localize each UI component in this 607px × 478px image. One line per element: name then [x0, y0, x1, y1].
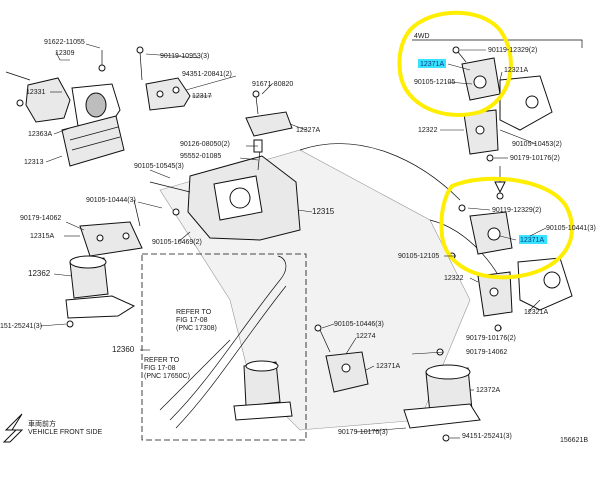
label-90126: 90126-08050(2) — [180, 141, 230, 148]
label-90105-b: 90105-10444(3) — [86, 197, 136, 204]
label-12321a-mid: 12321A — [524, 309, 548, 316]
label-91671: 91671-80820 — [252, 81, 293, 88]
highlight-circles — [397, 10, 574, 280]
label-151: 151-25241(3) — [0, 323, 42, 330]
label-12363a: 12363A — [28, 131, 52, 138]
label-12371a-mid: 12371A — [520, 237, 544, 244]
label-91622: 91622-11055 — [44, 39, 85, 46]
label-12315: 12315 — [312, 207, 335, 216]
label-90105-h: 90105-10446(3) — [334, 321, 384, 328]
label-12327a: 12327A — [296, 127, 320, 134]
label-refer2-b: FIG 17-08 — [144, 365, 176, 372]
highlight-circle-mid — [439, 176, 574, 280]
label-90105-f: 90105-10441(3) — [546, 225, 596, 232]
label-90179-c: 90179-10176(2) — [466, 335, 516, 342]
label-12360: 12360 — [112, 345, 135, 354]
label-12372a: 12372A — [476, 387, 500, 394]
label-vehicle-jp: 車両前方 — [28, 419, 56, 428]
label-vehicle-front: VEHICLE FRONT SIDE — [28, 429, 102, 436]
label-90105-g: 90105-12105 — [398, 253, 439, 260]
highlight-box-12371a-mid — [519, 235, 547, 244]
label-refer2-c: (PNC 17650C) — [144, 373, 190, 380]
label-refer1-c: (PNC 17308) — [176, 325, 217, 332]
label-90119-b: 90119-12329(2) — [488, 47, 537, 54]
label-12315a: 12315A — [30, 233, 54, 240]
label-90119-c: 90119-12329(2) — [492, 207, 541, 214]
label-94151: 94151-25241(3) — [462, 433, 512, 440]
label-90179-b: 90179-10176(2) — [510, 155, 560, 162]
label-90179-d: 90179-14062 — [466, 349, 507, 356]
label-95552: 95552-01085 — [180, 153, 221, 160]
label-94351: 94351-20841(2) — [182, 71, 232, 78]
bracket-12327a — [245, 90, 293, 137]
insulator-12362 — [65, 255, 136, 328]
label-refer1-b: FIG 17-08 — [176, 317, 208, 324]
label-12322-mid: 12322 — [444, 275, 464, 282]
vehicle-front-arrow-icon — [2, 413, 24, 443]
label-diagram-code: 156621B — [560, 437, 588, 444]
label-12317: 12317 — [192, 93, 212, 100]
label-12321a-top: 12321A — [504, 67, 528, 74]
label-12371a-top: 12371A — [420, 61, 444, 68]
front-mount-bracket-12315 — [149, 139, 301, 241]
label-12313: 12313 — [24, 159, 44, 166]
highlight-circle-top — [397, 10, 513, 117]
label-12309: 12309 — [55, 50, 75, 57]
bracket-12315a — [79, 199, 180, 257]
label-90105-d: 90105-12105 — [414, 79, 455, 86]
label-90105-c: 90105-10469(2) — [152, 239, 202, 246]
insulator-12372a — [403, 348, 481, 442]
label-12331: 12331 — [26, 89, 46, 96]
label-4wd: 4WD — [414, 33, 430, 40]
part-labels: 91622-11055 12309 12331 12363A 12313 901… — [0, 33, 596, 444]
label-12362: 12362 — [28, 269, 51, 278]
label-90119-a: 90119-10953(3) — [160, 53, 209, 60]
label-90179-a: 90179-14062 — [20, 215, 61, 222]
leader-lines — [39, 43, 547, 439]
label-refer1-a: REFER TO — [176, 309, 212, 316]
4wd-mount-assembly-upper — [412, 39, 583, 162]
upper-bracket-12317 — [136, 46, 191, 111]
label-refer2-a: REFER TO — [144, 357, 180, 364]
label-90179-e: 90179-10176(3) — [338, 429, 388, 436]
label-90105-e: 90105-10453(2) — [512, 141, 562, 148]
label-12274: 12274 — [356, 333, 376, 340]
rear-mount-bracket-assembly — [5, 50, 125, 167]
label-90105-a: 90105-10545(3) — [134, 163, 184, 170]
dashed-frame-12360 — [141, 253, 307, 441]
highlight-box-12371a-top — [418, 59, 446, 68]
down-arrow — [494, 166, 506, 194]
label-12322-top: 12322 — [418, 127, 438, 134]
bracket-12371a-lower — [314, 324, 369, 393]
label-12371a-low: 12371A — [376, 363, 400, 370]
